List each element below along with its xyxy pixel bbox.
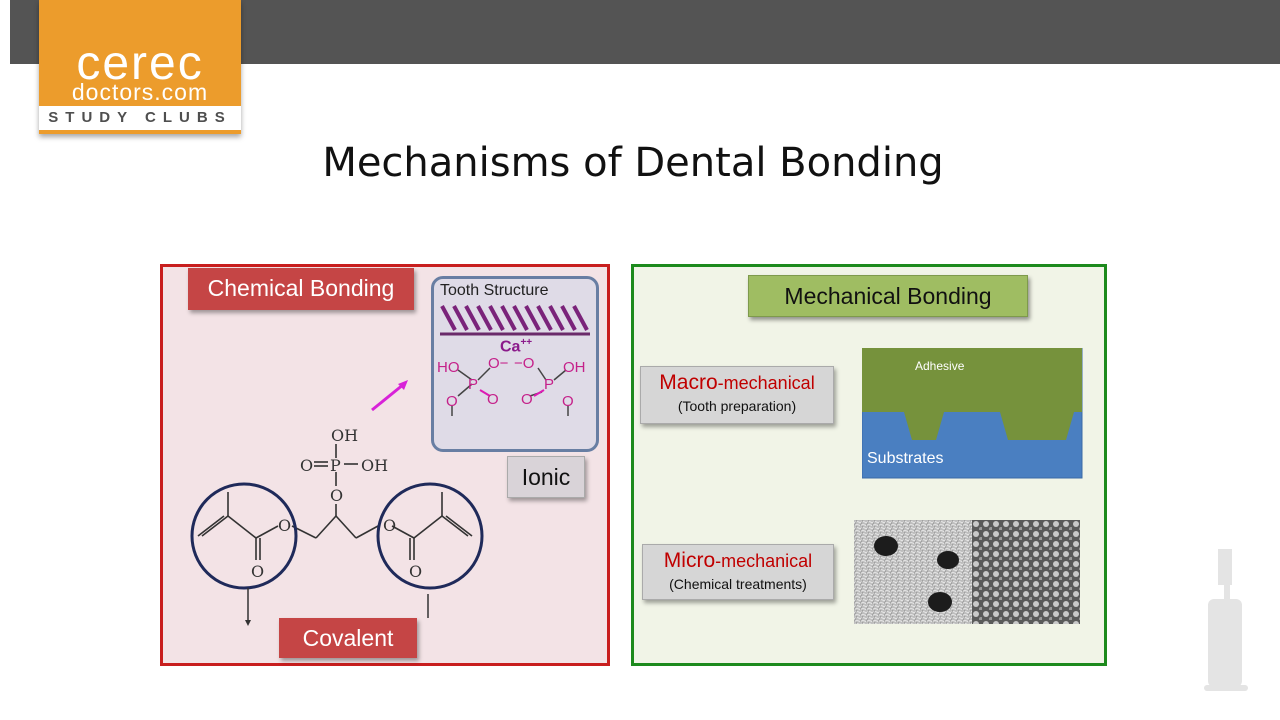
mol-o-mid: O bbox=[330, 486, 344, 505]
micro-sub: (Chemical treatments) bbox=[669, 576, 807, 592]
ionic-label: Ionic bbox=[507, 456, 585, 498]
covalent-ring-left bbox=[190, 482, 298, 590]
macro-rest: -mechanical bbox=[717, 373, 815, 393]
micro-rest: -mechanical bbox=[715, 551, 813, 571]
atom-o-minus-left: O− bbox=[488, 355, 509, 372]
tooth-structure-label: Tooth Structure bbox=[440, 282, 549, 299]
mechanical-bonding-label: Mechanical Bonding bbox=[748, 275, 1028, 317]
slide-title: Mechanisms of Dental Bonding bbox=[322, 140, 944, 186]
logo-line-3: STUDY CLUBS bbox=[48, 109, 232, 126]
macro-title: Macro-mechanical bbox=[641, 371, 833, 395]
tooth-structure-box bbox=[431, 276, 599, 452]
calcium-ion: Ca++ bbox=[500, 337, 532, 356]
mol-oh-right: OH bbox=[361, 456, 389, 475]
atom-o-4: O bbox=[562, 393, 574, 410]
atom-o-1: O bbox=[446, 393, 458, 410]
atom-o-2: O bbox=[487, 391, 499, 408]
ca-charge: ++ bbox=[520, 337, 533, 348]
sem-image-etched-enamel bbox=[972, 520, 1080, 624]
ionic-bond-marks bbox=[479, 389, 545, 397]
mol-o-eq: O bbox=[300, 456, 314, 475]
atom-p-left: P bbox=[468, 376, 479, 393]
sem-image-etched-dentin bbox=[854, 520, 972, 624]
micro-mechanical-label: Micro-mechanical (Chemical treatments) bbox=[642, 544, 834, 600]
macro-bonding-diagram bbox=[862, 348, 1083, 479]
hatch-lines bbox=[440, 305, 589, 331]
atom-p-right: P bbox=[544, 376, 555, 393]
logo-line-1: cerec bbox=[76, 37, 204, 90]
tooth-structure-diagram bbox=[440, 305, 590, 416]
substrates-label: Substrates bbox=[867, 450, 944, 467]
monomer-molecule bbox=[190, 444, 484, 626]
micro-big: Micro bbox=[663, 549, 716, 572]
ionic-arrow bbox=[371, 380, 408, 412]
atom-o-3: O bbox=[521, 391, 533, 408]
ca-symbol: Ca bbox=[500, 338, 521, 356]
adhesive-label: Adhesive bbox=[915, 359, 965, 373]
mol-oh-top: OH bbox=[331, 426, 359, 445]
macro-big: Macro bbox=[659, 371, 718, 394]
logo-strip bbox=[39, 106, 241, 130]
cerec-logo: cerec doctors.com STUDY CLUBS bbox=[39, 0, 241, 134]
mol-p: P bbox=[330, 456, 341, 475]
mol-o-bottom-left: O bbox=[251, 562, 265, 581]
macro-mechanical-label: Macro-mechanical (Tooth preparation) bbox=[640, 366, 834, 424]
mol-o-bottom-right: O bbox=[409, 562, 423, 581]
atom-oh: OH bbox=[563, 359, 586, 376]
covalent-label: Covalent bbox=[279, 618, 417, 658]
covalent-ring-right bbox=[376, 482, 484, 590]
cerec-machine-icon bbox=[1204, 549, 1248, 691]
adhesive-layer bbox=[862, 348, 1082, 440]
mol-o-right: O bbox=[383, 516, 397, 535]
chemical-bonding-label: Chemical Bonding bbox=[188, 268, 414, 310]
atom-ho: HO bbox=[437, 359, 460, 376]
micro-title: Micro-mechanical bbox=[643, 549, 833, 573]
mol-o-left: O bbox=[278, 516, 292, 535]
macro-sub: (Tooth preparation) bbox=[677, 398, 797, 414]
atom-o-minus-right: −O bbox=[514, 355, 535, 372]
logo-line-2: doctors.com bbox=[71, 79, 209, 105]
